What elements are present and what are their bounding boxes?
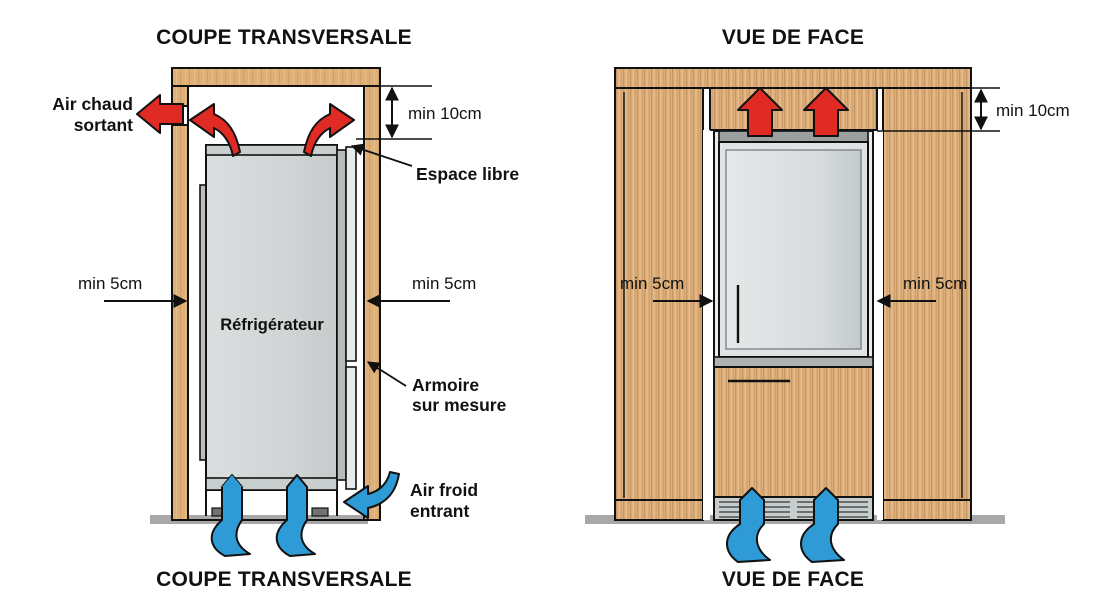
- hot-air-arrow-straight-left: [136, 94, 184, 134]
- label-cold-air-line2: entrant: [410, 501, 469, 521]
- front-left-cabinet-plinth: [614, 499, 704, 521]
- front-right-cabinet-plinth: [882, 499, 972, 521]
- label-cold-air-in: Air froid entrant: [410, 480, 478, 521]
- dimension-right-clearance-left: min 5cm: [366, 274, 476, 308]
- dimension-label-right-clearance-right: min 5cm: [903, 274, 967, 293]
- cold-air-arrow-up-left: [210, 474, 251, 557]
- dimension-label-top-clearance-left: min 10cm: [408, 104, 482, 123]
- fridge-body-label: Réfrigérateur: [220, 316, 324, 334]
- front-top-rail: [614, 67, 972, 89]
- fridge-foot-right: [311, 507, 329, 517]
- cabinet-left-stile-section: [171, 124, 189, 521]
- front-view: VUE DE FACE: [585, 26, 1070, 591]
- fridge-door-upper-panel-section: [345, 146, 357, 362]
- dimension-left-clearance-right: min 5cm: [620, 274, 714, 308]
- front-view-title-bottom: VUE DE FACE: [722, 568, 864, 591]
- hot-air-arrow-curved-left: [189, 103, 241, 157]
- hot-air-arrow-curved-right: [303, 103, 355, 157]
- front-cold-air-arrow-right: [800, 487, 845, 563]
- callout-custom-cabinet: Armoire sur mesure: [366, 361, 507, 415]
- cross-section-title-bottom: COUPE TRANSVERSALE: [156, 568, 412, 591]
- front-upper-middle-cabinet: [709, 87, 878, 131]
- fridge-top-cap: [205, 144, 338, 156]
- front-hot-air-arrow-left: [737, 87, 783, 137]
- front-right-gap: [877, 130, 883, 520]
- cold-air-arrow-up-right: [275, 474, 316, 557]
- callout-free-space: Espace libre: [350, 143, 519, 184]
- dimension-top-clearance-right: min 10cm: [877, 87, 1070, 132]
- cold-air-arrow-inlet-right: [343, 471, 400, 519]
- label-cold-air-line1: Air froid: [410, 480, 478, 500]
- dimension-label-left-clearance-left: min 5cm: [78, 274, 142, 293]
- dimension-label-right-clearance-left: min 5cm: [412, 274, 476, 293]
- front-left-gap: [703, 130, 710, 520]
- cross-section-view: COUPE TRANSVERSALE: [52, 26, 519, 591]
- label-hot-air-line2: sortant: [74, 115, 133, 135]
- front-view-title-top: VUE DE FACE: [722, 26, 864, 49]
- fridge-base-cavity: [205, 490, 338, 516]
- front-right-cabinet: [882, 87, 972, 501]
- front-fridge-upper-door-inset: [725, 149, 862, 350]
- front-hot-air-arrow-right: [803, 87, 849, 137]
- dimension-label-left-clearance-right: min 5cm: [620, 274, 684, 293]
- cabinet-top-rail-section: [171, 67, 381, 87]
- cross-section-title-top: COUPE TRANSVERSALE: [156, 26, 412, 49]
- dimension-top-clearance-left: min 10cm: [356, 85, 482, 140]
- front-fridge-door-divider: [713, 356, 874, 368]
- dimension-left-clearance-left: min 5cm: [78, 274, 188, 308]
- callout-label-free-space: Espace libre: [416, 164, 519, 184]
- front-cold-air-arrow-left: [726, 487, 771, 563]
- front-fridge-top-cap: [718, 130, 869, 143]
- fridge-door-inner-section: [336, 149, 347, 481]
- dimension-right-clearance-right: min 5cm: [876, 274, 967, 308]
- callout-label-cabinet-line1: Armoire: [412, 375, 479, 395]
- front-fridge-lower-door: [713, 366, 874, 498]
- callout-label-cabinet-line2: sur mesure: [412, 395, 507, 415]
- fridge-door-lower-panel-section: [345, 366, 357, 490]
- dimension-label-top-clearance-right: min 10cm: [996, 101, 1070, 120]
- label-hot-air-out: Air chaud sortant: [52, 94, 133, 135]
- front-left-cabinet: [614, 87, 704, 501]
- label-hot-air-line1: Air chaud: [52, 94, 133, 114]
